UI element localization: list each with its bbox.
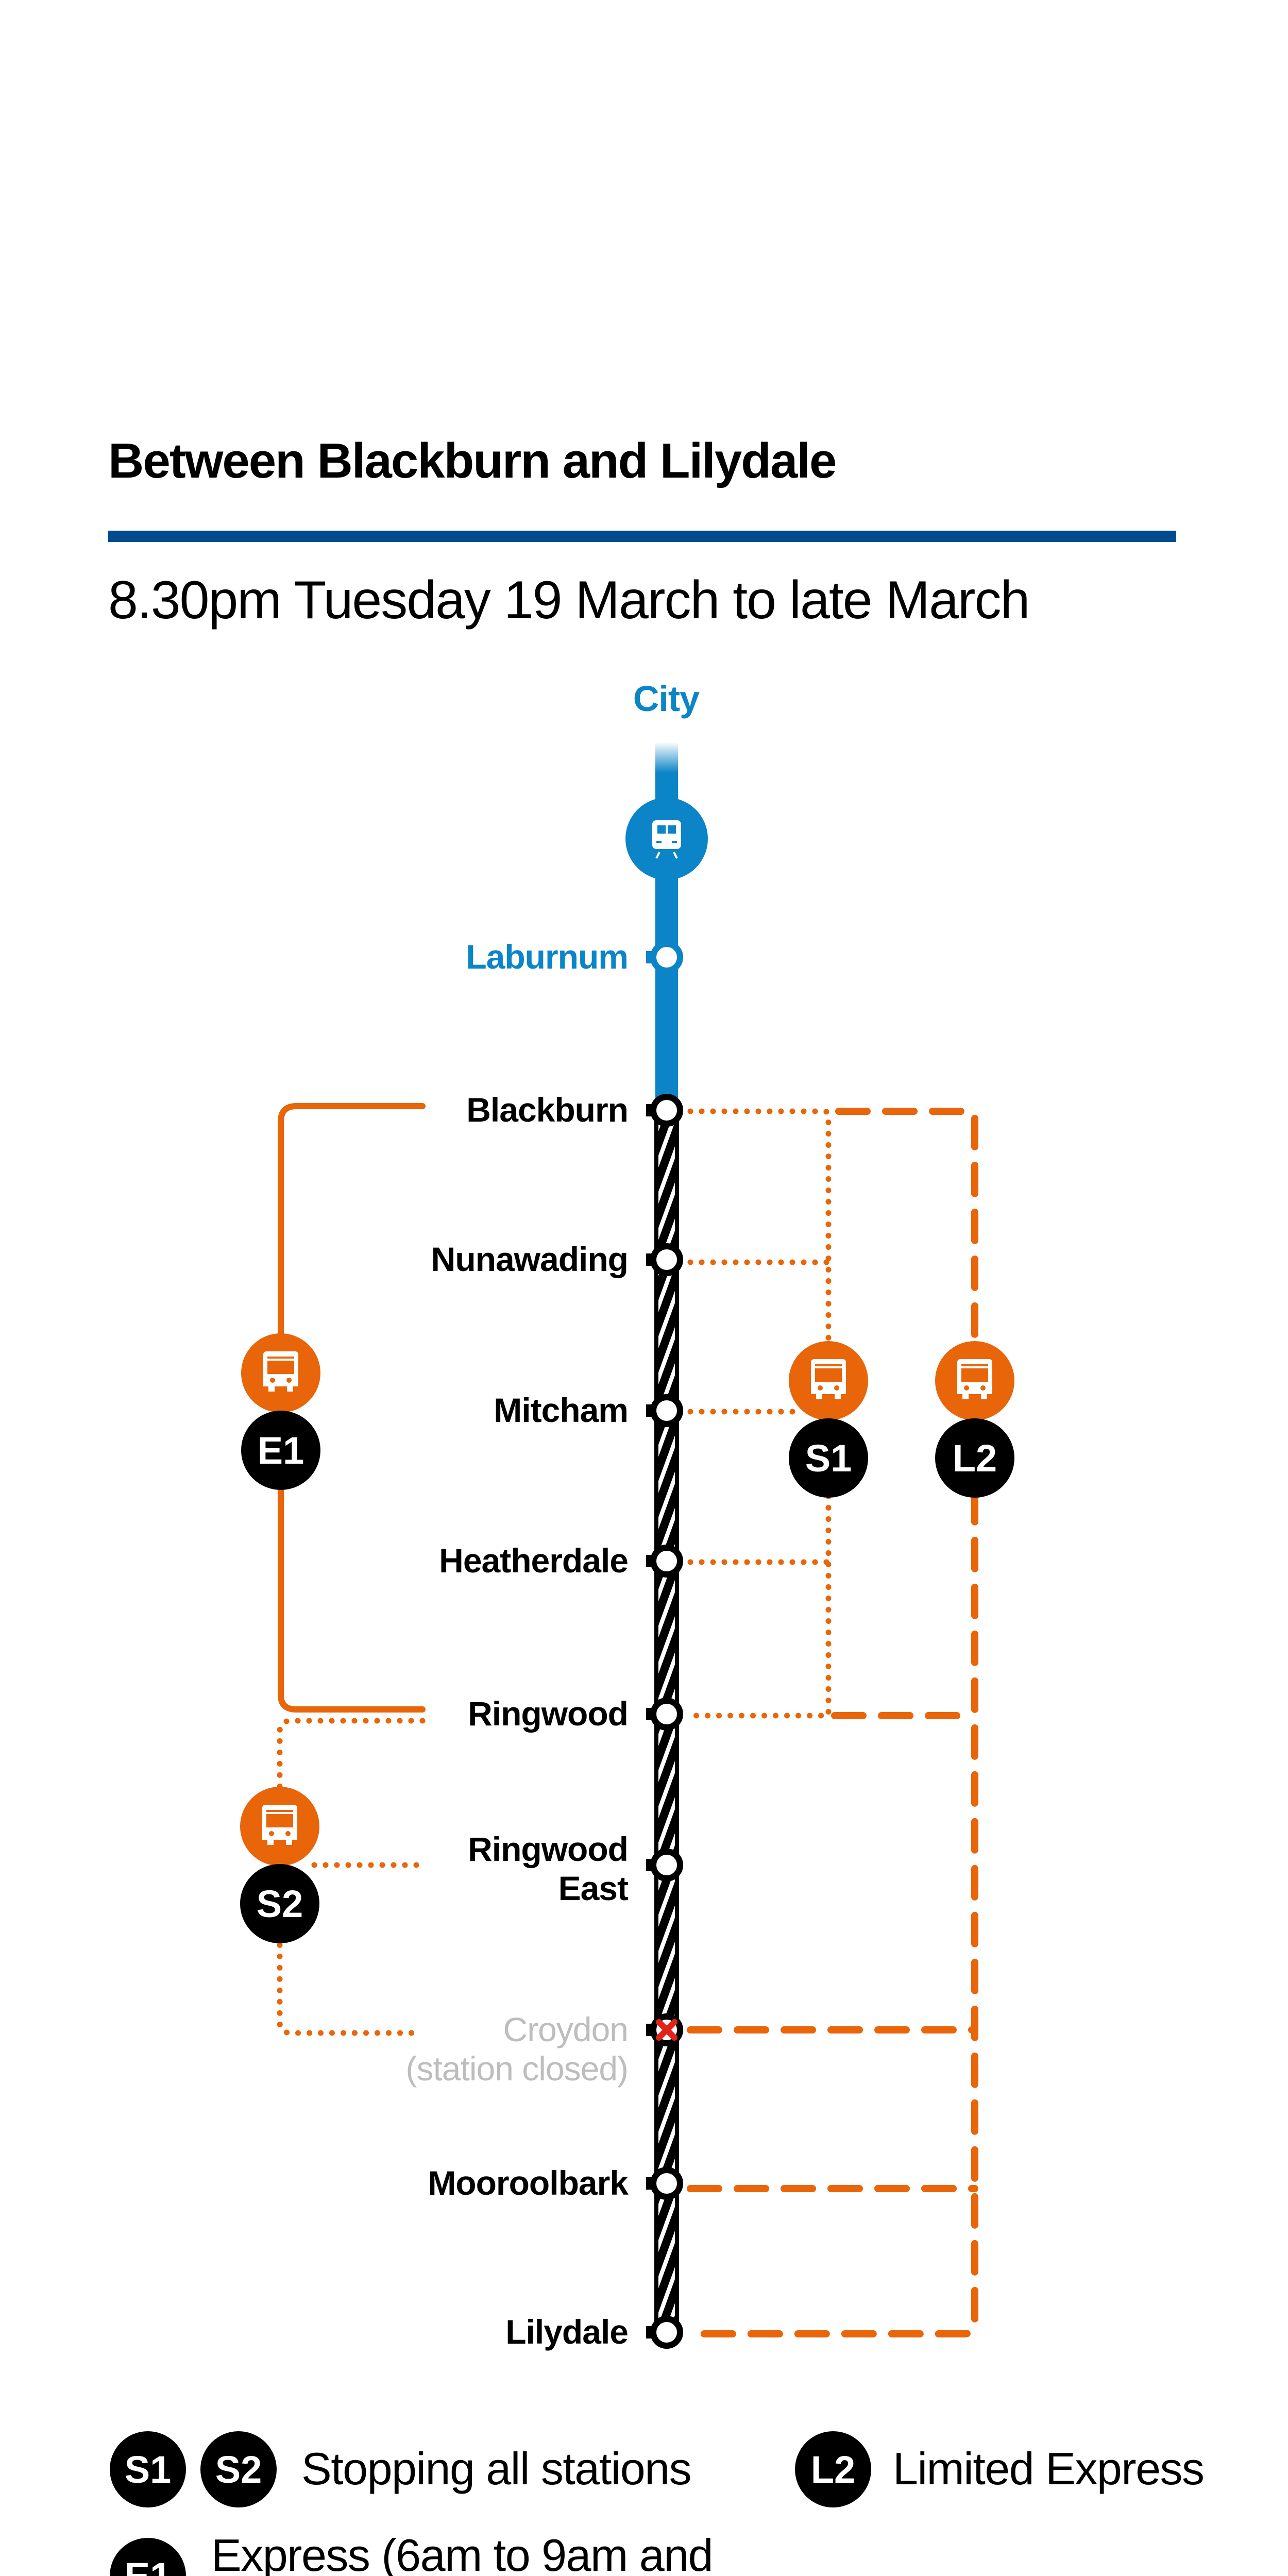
station-nunawading: Nunawading — [431, 1240, 683, 1278]
legend-label-express-line1: Express (6am to 9am and — [211, 2530, 713, 2576]
legend: S1 S2 Stopping all stations L2 Limited E… — [110, 2431, 1205, 2576]
route-l2-marker: L2 — [935, 1341, 1014, 1498]
station-closed-icon — [656, 2019, 677, 2041]
route-s1-marker: S1 — [789, 1341, 868, 1498]
station-label: Croydon — [503, 2010, 628, 2048]
station-label: Heatherdale — [439, 1541, 628, 1580]
station-mitcham: Mitcham — [494, 1391, 683, 1429]
station-mooroolbark: Mooroolbark — [428, 2164, 683, 2202]
route-e1-marker: E1 — [241, 1333, 320, 1490]
station-marker — [650, 1849, 683, 1882]
legend-label-stopping: Stopping all stations — [301, 2443, 691, 2494]
route-s2-marker: S2 — [240, 1787, 319, 1943]
date-range-subtitle: 8.30pm Tuesday 19 March to late March — [108, 570, 1029, 630]
station-marker — [650, 1545, 683, 1578]
route-code: L2 — [953, 1437, 997, 1480]
station-laburnum: Laburnum — [466, 938, 683, 976]
route-e1-line — [278, 1103, 426, 1713]
station-label: East — [558, 1869, 629, 1907]
svg-text:L2: L2 — [811, 2448, 855, 2491]
station-label: Laburnum — [466, 938, 628, 976]
train-icon — [625, 798, 708, 880]
route-code: S2 — [257, 1883, 303, 1925]
bus-icon — [789, 1341, 868, 1420]
route-code: E1 — [258, 1429, 304, 1472]
route-badge: L2 — [935, 1418, 1014, 1498]
terminus-label-city: City — [633, 679, 700, 719]
station-blackburn: Blackburn — [466, 1091, 683, 1129]
route-s1-line — [687, 1108, 832, 1719]
station-label: Blackburn — [466, 1091, 628, 1129]
stations: LaburnumBlackburnNunawadingMitchamHeathe… — [405, 938, 683, 2351]
svg-text:E1: E1 — [125, 2555, 172, 2576]
station-label: Lilydale — [505, 2313, 628, 2351]
station-label: Nunawading — [431, 1240, 628, 1278]
route-l2-line — [687, 1108, 978, 2337]
bus-route-lines — [277, 1103, 978, 2337]
station-label: Ringwood — [468, 1830, 628, 1868]
route-badge: S2 — [240, 1864, 319, 1943]
station-ringwood: Ringwood — [468, 1694, 683, 1733]
route-badge: E1 — [241, 1411, 320, 1490]
bus-icon — [240, 1787, 319, 1866]
bus-icon — [241, 1333, 320, 1413]
svg-text:S1: S1 — [125, 2448, 172, 2491]
station-lilydale: Lilydale — [505, 2313, 683, 2351]
station-marker — [650, 941, 683, 974]
station-croydon: Croydon(station closed) — [405, 2010, 683, 2088]
legend-badge-e1: E1 — [110, 2538, 186, 2576]
page-title: Between Blackburn and Lilydale — [108, 433, 836, 488]
station-label: Mooroolbark — [428, 2164, 629, 2202]
station-marker — [650, 2316, 683, 2349]
legend-badge-l2: L2 — [795, 2431, 871, 2507]
station-marker — [650, 2167, 683, 2200]
station-marker — [650, 1394, 683, 1427]
station-marker — [650, 1698, 683, 1731]
bus-icon — [935, 1341, 1014, 1420]
station-label: (station closed) — [405, 2049, 628, 2088]
station-heatherdale: Heatherdale — [439, 1541, 683, 1580]
metro-line-fade — [655, 742, 678, 773]
title-rule — [108, 531, 1176, 542]
legend-label-limited: Limited Express — [893, 2443, 1204, 2494]
station-marker — [650, 1094, 683, 1127]
route-code: S1 — [805, 1437, 852, 1480]
station-marker — [650, 1243, 683, 1276]
svg-text:S2: S2 — [215, 2448, 262, 2491]
route-badge: S1 — [789, 1418, 868, 1498]
legend-badge-s2: S2 — [200, 2431, 277, 2507]
station-label: Mitcham — [494, 1391, 628, 1429]
legend-badge-s1: S1 — [110, 2431, 186, 2507]
station-label: Ringwood — [468, 1694, 628, 1733]
